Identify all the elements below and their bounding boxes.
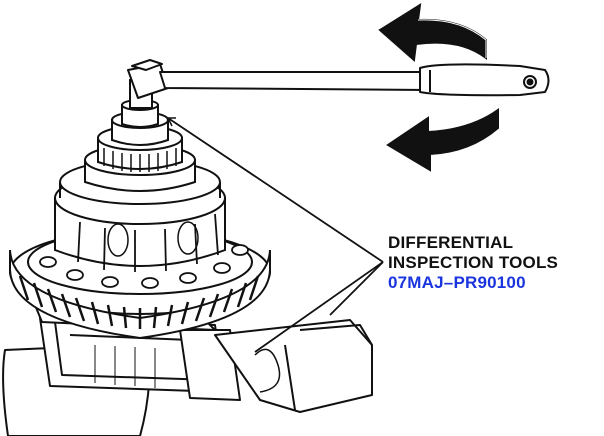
differential-carrier — [54, 79, 226, 272]
curved-arrow-left-icon — [378, 3, 487, 63]
callout-line-2: INSPECTION TOOLS — [388, 253, 559, 272]
curved-arrow-left-icon — [386, 108, 499, 172]
torque-wrench — [127, 59, 550, 99]
callout-leader-lines — [167, 117, 384, 353]
tool-callout-label: DIFFERENTIAL INSPECTION TOOLS 07MAJ–PR90… — [388, 233, 558, 293]
gear-bolts — [39, 244, 249, 289]
callout-line-1: DIFFERENTIAL — [388, 233, 514, 252]
part-number: 07MAJ–PR90100 — [388, 273, 526, 292]
